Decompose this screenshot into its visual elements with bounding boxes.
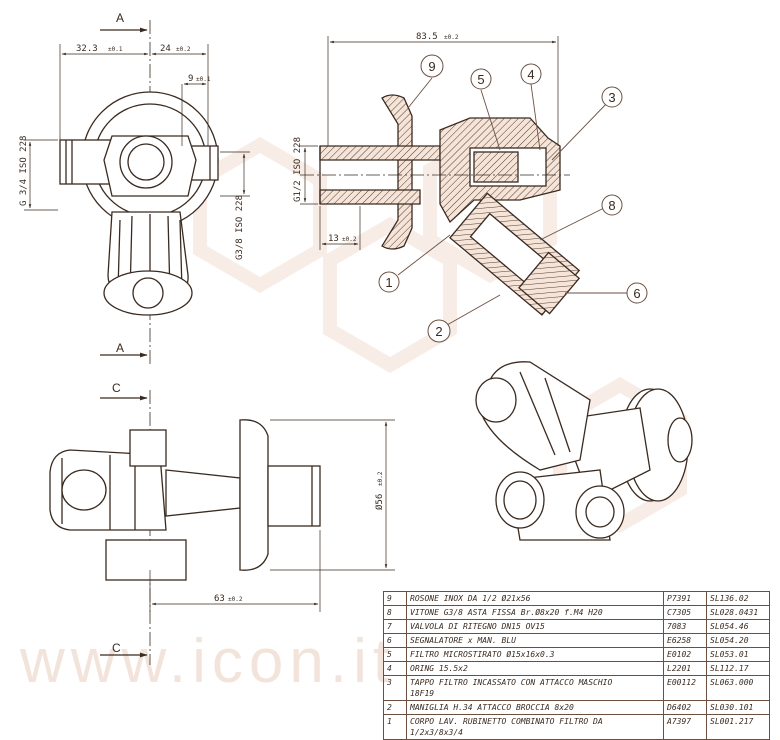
front-view [59, 20, 219, 365]
dim-63-tol: ±0.2 [228, 596, 243, 603]
part-pos: 2 [383, 700, 407, 715]
balloon-label: 1 [385, 275, 392, 290]
balloon-5 [470, 68, 492, 90]
section-view [300, 94, 581, 316]
part-code: P7391 [663, 591, 707, 606]
part-code: 7083 [663, 619, 707, 634]
watermark-text: www.icon.it [20, 627, 397, 696]
balloon-label: 2 [435, 324, 442, 339]
part-pos: 1 [383, 714, 407, 740]
table-row: 2 MANIGLIA H.34 ATTACCO BROCCIA 8x20 D64… [383, 700, 770, 715]
part-description: VALVOLA DI RITEGNO DN15 OV15 [406, 619, 664, 634]
balloon-8 [601, 194, 623, 216]
isometric-view [475, 361, 693, 541]
table-row: 3 TAPPO FILTRO INCASSATO CON ATTACCO MAS… [383, 675, 770, 701]
dim-32-3: 32.3 [76, 44, 98, 54]
dim-13: 13 [328, 234, 339, 244]
balloon-label: 3 [608, 90, 615, 105]
part-code: C7305 [663, 605, 707, 620]
balloon-label: 9 [428, 59, 435, 74]
part-description: VITONE G3/8 ASTA FISSA Br.Ø8x20 f.M4 H20 [406, 605, 664, 620]
dim-24-tol: ±0.2 [176, 46, 191, 53]
part-description-line1: CORPO LAV. RUBINETTO COMBINATO FILTRO DA [410, 717, 603, 726]
table-row: 1 CORPO LAV. RUBINETTO COMBINATO FILTRO … [383, 714, 770, 740]
part-ref: SL054.20 [706, 633, 770, 648]
balloon-label: 5 [477, 72, 484, 87]
dim-thread-g38: G3/8 ISO 228 [235, 195, 245, 260]
dim-thread-g34: G 3/4 ISO 228 [19, 136, 29, 206]
part-ref: SL063.000 [706, 675, 770, 701]
part-description: CORPO LAV. RUBINETTO COMBINATO FILTRO DA… [406, 714, 664, 740]
part-ref: SL053.01 [706, 647, 770, 662]
parts-list-table: 9 ROSONE INOX DA 1/2 Ø21x56 P7391 SL136.… [383, 591, 770, 740]
section-label-c-bottom: C [112, 641, 121, 655]
dim-13-tol: ±0.2 [342, 236, 357, 243]
part-description: FILTRO MICROSTIRATO Ø15x16x0.3 [406, 647, 664, 662]
dim-diameter-56: Ø56 [374, 494, 385, 510]
part-code: D6402 [663, 700, 707, 715]
table-row: 9 ROSONE INOX DA 1/2 Ø21x56 P7391 SL136.… [383, 591, 770, 606]
side-view-dimensions [149, 419, 395, 612]
part-code: E00112 [663, 675, 707, 701]
part-description-line2: 18F19 [410, 689, 435, 698]
front-view-dimensions [24, 44, 250, 211]
part-ref: SL030.101 [706, 700, 770, 715]
table-row: 4 ORING 15.5x2 L2201 SL112.17 [383, 661, 770, 676]
balloon-1 [378, 271, 400, 293]
table-row: 6 SEGNALATORE x MAN. BLU E6258 SL054.20 [383, 633, 770, 648]
balloon-4 [520, 63, 542, 85]
part-pos: 9 [383, 591, 407, 606]
balloon-leaders [397, 77, 628, 326]
table-row: 7 VALVOLA DI RITEGNO DN15 OV15 7083 SL05… [383, 619, 770, 634]
dim-83-5: 83.5 [416, 32, 438, 42]
part-code: E0102 [663, 647, 707, 662]
part-description: ROSONE INOX DA 1/2 Ø21x56 [406, 591, 664, 606]
balloon-6 [626, 282, 648, 304]
part-description: TAPPO FILTRO INCASSATO CON ATTACCO MASCH… [406, 675, 664, 701]
dim-63: 63 [214, 594, 225, 604]
section-label-c-top: C [112, 381, 121, 395]
part-pos: 3 [383, 675, 407, 701]
part-ref: SL001.217 [706, 714, 770, 740]
section-label-a-top: A [116, 11, 124, 25]
dim-24: 24 [160, 44, 171, 54]
table-row: 5 FILTRO MICROSTIRATO Ø15x16x0.3 E0102 S… [383, 647, 770, 662]
balloon-numbers: 9 5 4 3 8 6 1 2 [385, 59, 640, 339]
part-description-line2: 1/2x3/8x3/4 [410, 728, 463, 737]
table-row: 8 VITONE G3/8 ASTA FISSA Br.Ø8x20 f.M4 H… [383, 605, 770, 620]
part-description: SEGNALATORE x MAN. BLU [406, 633, 664, 648]
part-ref: SL028.0431 [706, 605, 770, 620]
balloon-label: 6 [633, 286, 640, 301]
part-code: L2201 [663, 661, 707, 676]
dim-diameter-56-tol: ±0.2 [377, 471, 384, 486]
side-view [49, 390, 321, 665]
balloon-3 [601, 86, 623, 108]
part-pos: 7 [383, 619, 407, 634]
balloon-9 [420, 54, 444, 78]
part-code: E6258 [663, 633, 707, 648]
part-pos: 6 [383, 633, 407, 648]
part-code: A7397 [663, 714, 707, 740]
part-description: ORING 15.5x2 [406, 661, 664, 676]
part-description: MANIGLIA H.34 ATTACCO BROCCIA 8x20 [406, 700, 664, 715]
dim-83-5-tol: ±0.2 [444, 34, 459, 41]
section-label-a-bottom: A [116, 341, 124, 355]
part-ref: SL112.17 [706, 661, 770, 676]
section-dimensions [300, 36, 559, 250]
part-description-line1: TAPPO FILTRO INCASSATO CON ATTACCO MASCH… [410, 678, 613, 687]
balloons [378, 54, 648, 343]
part-pos: 8 [383, 605, 407, 620]
part-pos: 5 [383, 647, 407, 662]
balloon-label: 4 [527, 67, 534, 82]
dim-thread-g12: G1/2 ISO 228 [293, 137, 303, 202]
balloon-label: 8 [608, 198, 615, 213]
part-ref: SL054.46 [706, 619, 770, 634]
dim-9: 9 [188, 74, 193, 84]
balloon-2 [427, 319, 451, 343]
part-ref: SL136.02 [706, 591, 770, 606]
dim-9-tol: ±0.1 [196, 76, 211, 83]
dim-32-3-tol: ±0.1 [108, 46, 123, 53]
part-pos: 4 [383, 661, 407, 676]
